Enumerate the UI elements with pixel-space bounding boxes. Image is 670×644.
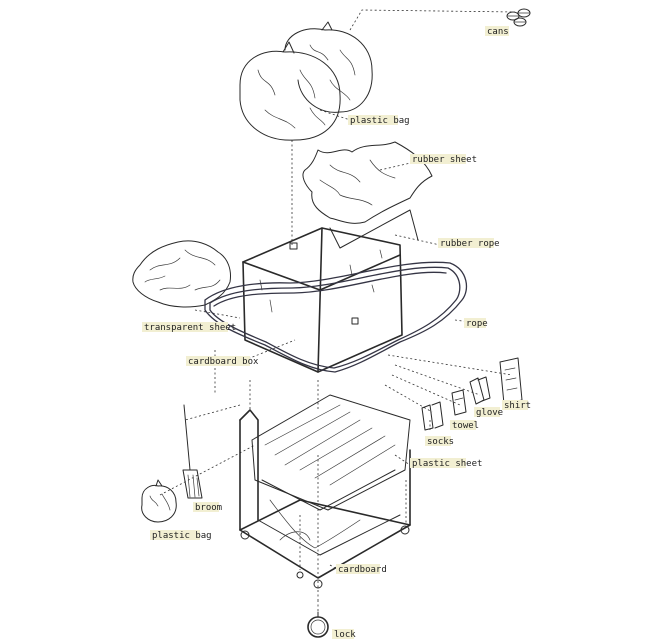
label-cardboard: cardboard (338, 565, 387, 575)
label-broom: broom (195, 503, 222, 513)
label-plastic-sheet: plastic sheet (412, 459, 482, 469)
label-towel: towel (452, 421, 479, 431)
leader-lines (159, 9, 516, 612)
towel-icon (451, 389, 467, 416)
label-cardboard-box: cardboard box (188, 357, 259, 367)
label-rope: rope (466, 319, 488, 329)
label-transparent-sheet: transparent sheet (144, 323, 236, 333)
label-plastic-bag-bottom: plastic bag (152, 531, 212, 541)
label-socks: socks (427, 437, 454, 447)
plastic-sheet-icon (251, 394, 411, 511)
rubber-rope-icon (204, 261, 468, 373)
label-glove: glove (476, 408, 503, 418)
label-plastic-bag-top: plastic bag (350, 116, 410, 126)
labels: cans plastic bag rubber sheet rubber rop… (142, 26, 531, 640)
rubber-sheet-icon (302, 141, 433, 224)
plastic-bags-top-icon (239, 21, 373, 141)
shirt-icon (499, 357, 523, 405)
transparent-sheet-icon (132, 240, 231, 308)
label-cans: cans (487, 27, 509, 37)
cardboard-box-icon (242, 209, 419, 373)
trolley-frame-icon (239, 409, 411, 589)
broom-icon (182, 404, 203, 499)
label-lock: lock (334, 630, 356, 640)
socks-icon (421, 401, 444, 431)
label-shirt: shirt (504, 401, 531, 411)
label-rubber-sheet: rubber sheet (412, 155, 477, 165)
glove-icon (469, 376, 491, 405)
plastic-bag-bottom-icon (141, 479, 177, 523)
lock-icon (307, 611, 329, 638)
cans-icon (506, 8, 531, 27)
label-rubber-rope: rubber rope (440, 239, 500, 249)
